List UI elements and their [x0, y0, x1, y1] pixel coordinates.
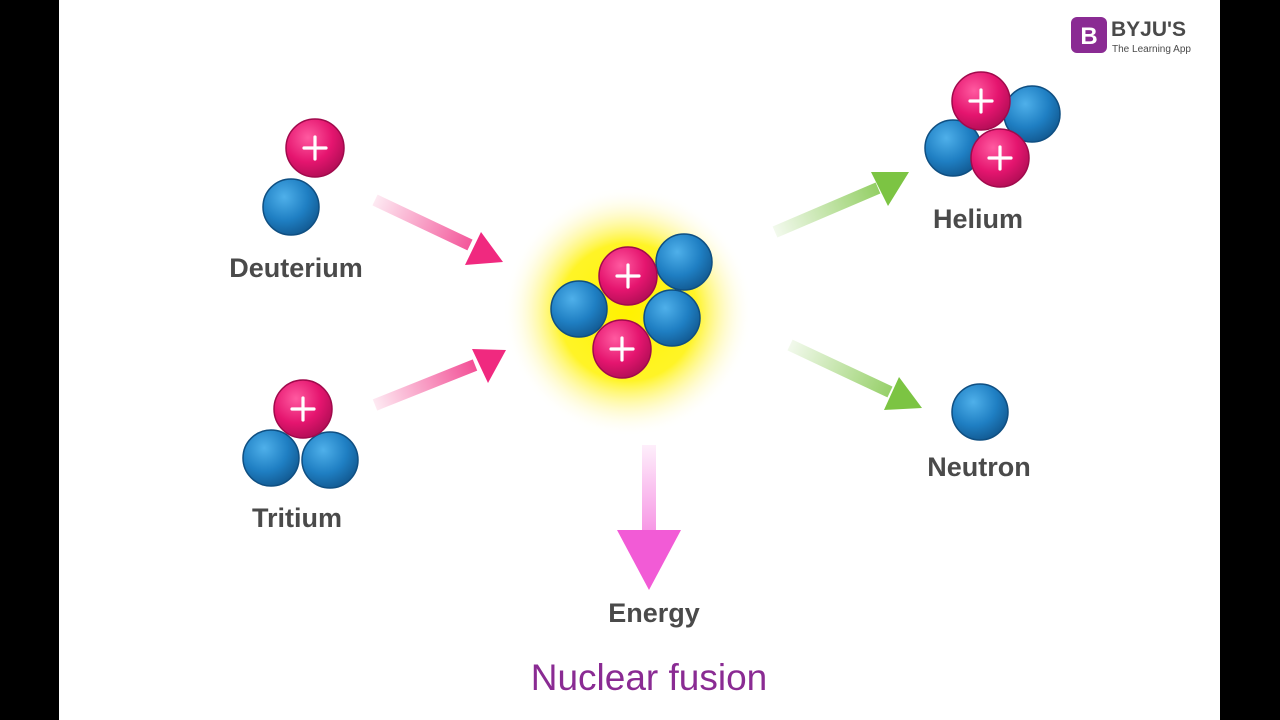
diagram-title: Nuclear fusion — [531, 657, 768, 698]
proton-icon — [970, 128, 1030, 188]
neutron-icon — [550, 280, 608, 338]
brand-name: BYJU'S — [1111, 18, 1186, 41]
proton-icon — [598, 246, 658, 306]
label-neutron: Neutron — [927, 452, 1031, 482]
neutron-icon — [301, 431, 359, 489]
proton-icon — [285, 118, 345, 178]
tritium-nucleus — [242, 379, 359, 489]
neutron-icon — [655, 233, 713, 291]
diagram-canvas: B BYJU'S The Learning App — [59, 0, 1220, 720]
logo-badge-icon — [1071, 17, 1107, 53]
label-deuterium: Deuterium — [229, 253, 363, 283]
proton-icon — [273, 379, 333, 439]
fusion-core-cluster — [550, 233, 713, 379]
free-neutron — [951, 383, 1009, 441]
arrow-core-to-energy — [617, 445, 681, 590]
label-energy: Energy — [608, 598, 700, 628]
arrow-deuterium-to-core — [372, 194, 503, 265]
nuclear-fusion-diagram: B BYJU'S The Learning App — [229, 17, 1191, 698]
arrow-tritium-to-core — [372, 349, 506, 411]
label-helium: Helium — [933, 204, 1023, 234]
proton-icon — [592, 319, 652, 379]
proton-icon — [951, 71, 1011, 131]
logo-letter: B — [1080, 23, 1097, 50]
neutron-icon — [951, 383, 1009, 441]
neutron-icon — [262, 178, 320, 236]
arrow-core-to-helium — [772, 172, 909, 238]
helium-nucleus — [924, 71, 1061, 188]
deuterium-nucleus — [262, 118, 345, 236]
arrow-core-to-neutron — [787, 339, 922, 410]
neutron-icon — [643, 289, 701, 347]
label-tritium: Tritium — [252, 503, 342, 533]
fusion-glow — [503, 187, 753, 437]
neutron-icon — [242, 429, 300, 487]
brand-tagline: The Learning App — [1112, 44, 1191, 55]
byjus-logo[interactable]: B BYJU'S The Learning App — [1071, 17, 1191, 55]
